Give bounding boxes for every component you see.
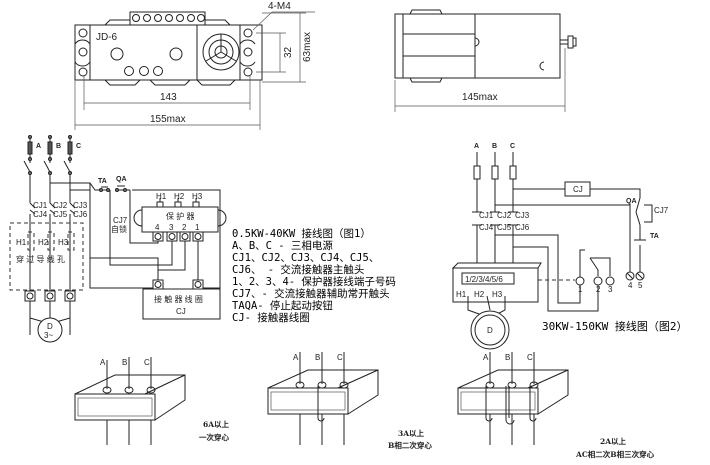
fig1-cj7-label: CJ7 <box>113 216 128 225</box>
fig1-protector-h1: H1 <box>156 192 167 201</box>
fig2-phase-b: B <box>492 143 497 150</box>
fig1-protector-box <box>141 206 219 233</box>
legend-line-5: 1、2、3、4- 保护器接线端子号码 <box>232 275 396 288</box>
fig1-motor-sub: 3~ <box>44 331 53 340</box>
fig2-qa-label: QA <box>626 198 637 205</box>
ex1-phase-b: B <box>122 358 127 367</box>
fig2-terminal-2: 2 <box>596 285 601 294</box>
fig1-self-lock-label: 自锁 <box>111 224 127 234</box>
fig1-terminal-3: 3 <box>169 223 174 232</box>
dim-height: 63max <box>302 32 313 62</box>
dim-hole-spacing: 32 <box>283 46 294 58</box>
ex3-phase-b: B <box>505 353 510 362</box>
fig2-motor-label: D <box>487 326 493 335</box>
fig2-terminal-3: 3 <box>608 285 613 294</box>
fig2-cj6: CJ6 <box>515 223 530 232</box>
legend-line-1: 0.5KW-40KW 接线图（图1） <box>232 227 371 240</box>
fig1-legend: 0.5KW-40KW 接线图（图1） A、B、C - 三相电源 CJ1、CJ2、… <box>232 227 396 324</box>
ex2-phase-c: C <box>337 353 343 362</box>
fig1-protector-h2: H2 <box>174 192 185 201</box>
fig1-protector-label: 保 护 器 <box>166 211 194 221</box>
ex1-phase-c: C <box>144 358 150 367</box>
fig1-circuit: A B C CJ1 CJ2 CJ3 CJ4 CJ5 CJ6 H1 H2 H3 穿… <box>9 135 227 343</box>
fig1-coil-label: 接 触 器 线 圈 <box>154 294 203 304</box>
fig1-qa-label: QA <box>116 176 127 183</box>
dim-width: 155max <box>150 114 186 125</box>
fig2-caption: 30KW-150KW 接线图（图2） <box>542 319 687 333</box>
fig1-contactor-coil-box <box>142 288 221 320</box>
fig2-h2: H2 <box>474 290 485 299</box>
legend-line-7: TAQA- 停止起动按钮 <box>232 299 333 312</box>
ex2-phase-b: B <box>315 353 320 362</box>
fig1-protector-h3: H3 <box>192 192 203 201</box>
model-label: JD-6 <box>96 32 118 43</box>
fig1-h1: H1 <box>16 238 27 247</box>
fig1-h2: H2 <box>38 238 49 247</box>
wiring-example-1: A B C 6A以上 一次穿心 <box>74 357 230 445</box>
ex3-line2: AC相二次B相三次穿心 <box>575 449 655 459</box>
fig2-h1: H1 <box>456 290 467 299</box>
fig2-terminal-4: 4 <box>628 281 633 290</box>
fig2-cj3: CJ3 <box>515 211 530 220</box>
side-view-drawing: 145max <box>394 9 577 112</box>
fig2-cj5: CJ5 <box>497 223 512 232</box>
fig1-cj2: CJ2 <box>53 201 68 210</box>
fig1-cj3: CJ3 <box>73 201 88 210</box>
fig1-cj5: CJ5 <box>53 210 68 219</box>
fig1-coil-name: CJ <box>176 307 186 316</box>
fig2-cj2: CJ2 <box>497 211 512 220</box>
legend-line-2: A、B、C - 三相电源 <box>232 239 333 252</box>
fig1-phase-a: A <box>36 143 41 150</box>
dim-hole-distance: 143 <box>160 92 177 103</box>
fig1-ta-label: TA <box>98 178 107 185</box>
fig2-terminal-1: 1 <box>578 285 583 294</box>
wiring-example-2: A B C 3A以上 B相二次穿心 <box>267 352 432 450</box>
ex3-line1: 2A以上 <box>600 436 627 446</box>
fig2-phase-a: A <box>474 143 479 150</box>
ex2-line2: B相二次穿心 <box>388 440 432 450</box>
fig1-cj4: CJ4 <box>33 210 48 219</box>
front-view-drawing: JD-6 4-M4 32 63max 143 155max <box>74 1 315 130</box>
ex1-line1: 6A以上 <box>203 419 230 429</box>
ex1-phase-a: A <box>100 358 106 367</box>
fig1-phase-c: C <box>76 143 81 150</box>
fig1-terminal-2: 2 <box>182 223 187 232</box>
fig1-h3: H3 <box>58 238 69 247</box>
fig2-h3: H3 <box>492 290 503 299</box>
legend-line-8: CJ- 接触器线圈 <box>232 311 310 324</box>
wiring-example-3: A B C 2A以上 AC相二次B相三次穿心 <box>457 352 655 459</box>
legend-line-3: CJ1、CJ2、CJ3、CJ4、CJ5、 <box>232 252 379 264</box>
fig1-cj6: CJ6 <box>73 210 88 219</box>
ex3-phase-c: C <box>527 353 533 362</box>
fig1-cj1: CJ1 <box>33 201 48 210</box>
mount-holes-label: 4-M4 <box>268 1 291 12</box>
fig1-hole-label: 穿 过 导 线 孔 <box>16 254 65 264</box>
fig1-phase-b: B <box>56 143 61 150</box>
fig1-through-hole-box <box>9 222 84 291</box>
fig1-motor-label: D <box>47 322 53 331</box>
fig2-cj1: CJ1 <box>479 211 494 220</box>
fig2-phase-c: C <box>510 143 515 150</box>
fig1-terminal-1: 1 <box>195 223 200 232</box>
ex3-phase-a: A <box>483 353 489 362</box>
fig2-cj7-label: CJ7 <box>654 206 669 215</box>
ex2-line1: 3A以上 <box>398 428 425 438</box>
fig2-coil-box <box>564 181 591 197</box>
ex1-line2: 一次穿心 <box>199 432 229 442</box>
fig2-coil-label: CJ <box>573 185 583 194</box>
legend-line-4: CJ6、 - 交流接触器主触头 <box>232 263 364 276</box>
legend-line-6: CJ7、- 交流接触器辅助常开触头 <box>232 287 390 300</box>
fig2-ta-label: TA <box>650 233 659 240</box>
fig1-terminal-4: 4 <box>155 223 160 232</box>
fig2-cj4: CJ4 <box>479 223 494 232</box>
ex2-phase-a: A <box>293 353 299 362</box>
fig2-block-terminals: 1/2/3/4/5/6 <box>465 275 503 284</box>
fig2-terminal-5: 5 <box>638 281 643 290</box>
fig2-circuit: A B C CJ CJ1 CJ2 CJ3 CJ4 CJ5 CJ6 QA CJ7 … <box>451 143 687 350</box>
side-dim-length: 145max <box>462 92 498 103</box>
